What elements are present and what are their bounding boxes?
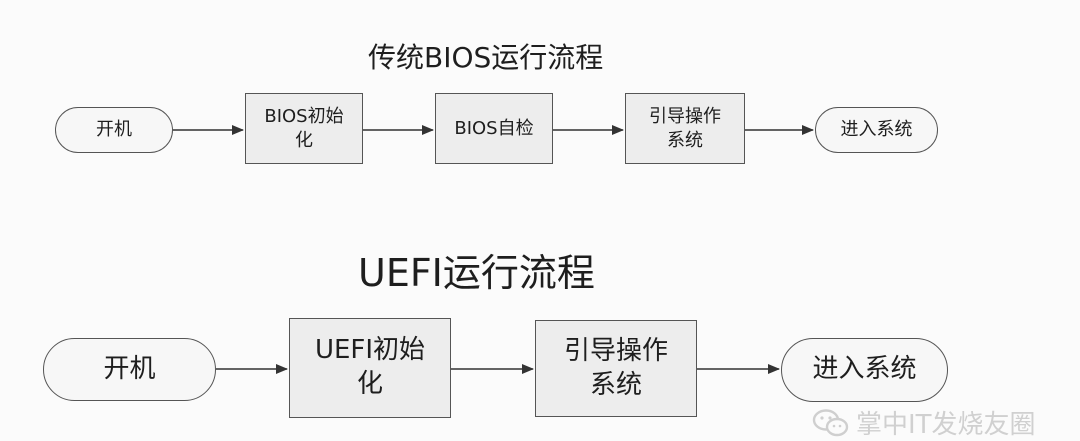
uefi-step-boot-os: 引导操作系统	[535, 320, 697, 417]
uefi-step-enter-system: 进入系统	[781, 338, 948, 402]
watermark: 掌中IT发烧友圈	[812, 404, 1036, 441]
uefi-flow-title: UEFI运行流程	[358, 251, 595, 295]
bios-flow-title: 传统BIOS运行流程	[368, 41, 604, 74]
watermark-text: 掌中IT发烧友圈	[856, 410, 1036, 440]
bios-step-boot-os: 引导操作系统	[625, 93, 745, 164]
uefi-step-power-on: 开机	[43, 338, 216, 401]
bios-step-power-on: 开机	[55, 107, 173, 153]
uefi-step-uefi-init: UEFI初始化	[289, 318, 451, 418]
wechat-logo-icon	[812, 408, 849, 436]
bios-step-bios-init: BIOS初始化	[245, 93, 363, 164]
bios-step-self-test: BIOS自检	[435, 93, 553, 164]
bios-step-enter-system: 进入系统	[815, 107, 938, 153]
